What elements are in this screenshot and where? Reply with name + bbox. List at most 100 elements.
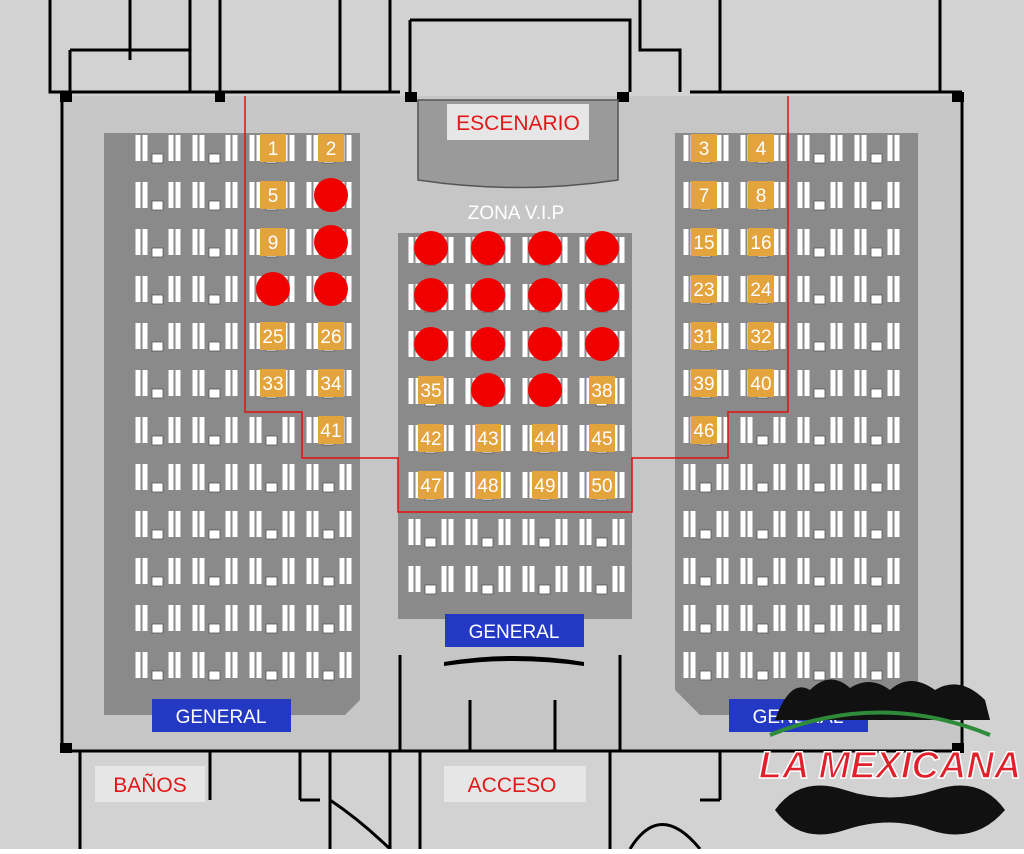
chair [192, 652, 198, 678]
table [870, 576, 883, 587]
chair [804, 417, 810, 443]
chair [339, 464, 345, 490]
chair [232, 652, 238, 678]
chair [282, 511, 288, 537]
chair [175, 511, 181, 537]
reserved-table-marker [260, 322, 286, 350]
table-number: 26 [320, 327, 341, 348]
chair [723, 323, 729, 349]
chair [168, 605, 174, 631]
chair [408, 378, 414, 404]
reserved-table-marker [418, 376, 444, 404]
chair [168, 464, 174, 490]
chair [135, 276, 141, 302]
table [208, 341, 221, 352]
chair [716, 276, 722, 302]
table-number: 5 [268, 186, 279, 207]
chair [142, 605, 148, 631]
chair [780, 417, 786, 443]
chair [894, 558, 900, 584]
chair [716, 464, 722, 490]
chair [192, 370, 198, 396]
chair [723, 182, 729, 208]
logo-green-arc [769, 710, 991, 737]
chair [716, 229, 722, 255]
chair [232, 229, 238, 255]
chair [225, 370, 231, 396]
chair [579, 284, 585, 310]
occupied-table-marker [528, 278, 562, 312]
table-number: 47 [420, 476, 441, 497]
reserved-table-marker [475, 424, 501, 452]
table [813, 576, 826, 587]
reserved-table-marker [589, 376, 615, 404]
table-number: 45 [591, 429, 612, 450]
table [424, 537, 437, 548]
table [208, 529, 221, 540]
table-number: 3 [699, 139, 710, 160]
chair [142, 323, 148, 349]
chair [313, 135, 319, 161]
chair [522, 425, 528, 451]
table [151, 623, 164, 634]
table-number: 44 [534, 429, 556, 450]
chair [690, 558, 696, 584]
chair [894, 135, 900, 161]
chair [854, 229, 860, 255]
chair [135, 558, 141, 584]
chair [168, 652, 174, 678]
chair [175, 182, 181, 208]
chair [522, 284, 528, 310]
occupied-table-marker [471, 373, 505, 407]
chair [199, 135, 205, 161]
reserved-table-marker [318, 416, 344, 444]
chair [586, 519, 592, 545]
occupied-table-marker [471, 231, 505, 265]
chair [797, 417, 803, 443]
chair [289, 370, 295, 396]
table [870, 435, 883, 446]
chair [773, 464, 779, 490]
reserved-table-marker [691, 134, 717, 162]
chair [249, 558, 255, 584]
chair [522, 237, 528, 263]
chair [579, 519, 585, 545]
chair [306, 511, 312, 537]
table [151, 294, 164, 305]
occupied-table-marker [528, 373, 562, 407]
chair [346, 323, 352, 349]
chair [408, 519, 414, 545]
table-number: 9 [268, 233, 279, 254]
chair [830, 558, 836, 584]
chair [465, 566, 471, 592]
chair [773, 276, 779, 302]
chair [804, 276, 810, 302]
chair [562, 519, 568, 545]
chair [249, 417, 255, 443]
table-number: 32 [750, 327, 771, 348]
chair [142, 276, 148, 302]
chair [306, 135, 312, 161]
chair [313, 464, 319, 490]
chair [225, 464, 231, 490]
chair [465, 472, 471, 498]
table-number: 1 [268, 139, 279, 160]
chair [522, 519, 528, 545]
chair [448, 237, 454, 263]
chair [313, 323, 319, 349]
chair [256, 464, 262, 490]
table [208, 623, 221, 634]
table [699, 670, 712, 681]
chair [249, 276, 255, 302]
chair [249, 511, 255, 537]
table [538, 584, 551, 595]
chair [716, 605, 722, 631]
chair [192, 323, 198, 349]
chair [135, 229, 141, 255]
chair [837, 182, 843, 208]
chair [854, 605, 860, 631]
chair [346, 511, 352, 537]
reserved-table-marker [691, 181, 717, 209]
chair [175, 605, 181, 631]
